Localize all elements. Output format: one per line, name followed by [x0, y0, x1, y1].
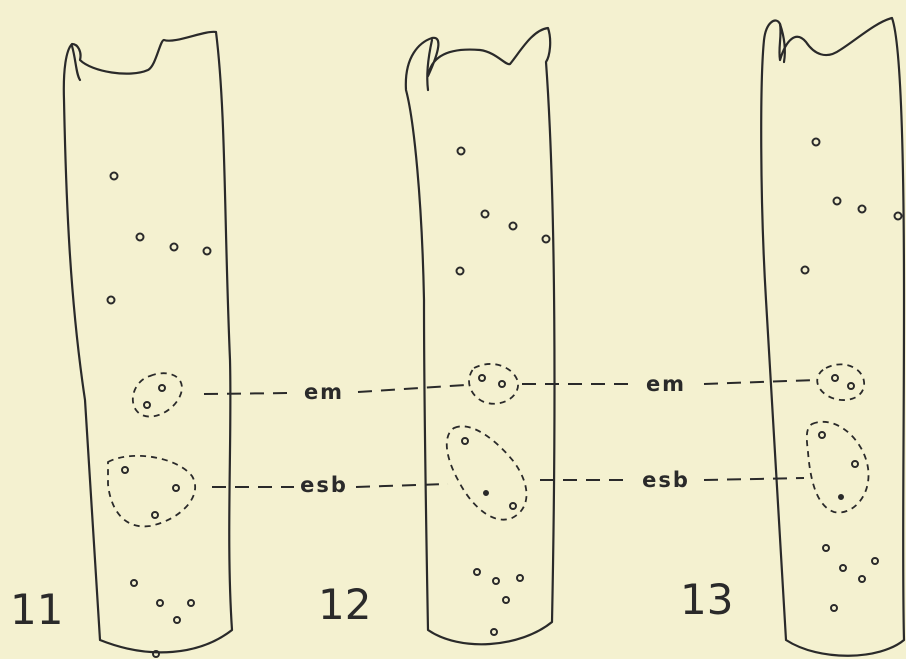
pore [493, 578, 499, 584]
figure-number-12: 12 [318, 580, 371, 629]
esb-group-11 [108, 456, 195, 527]
em-leader-left-1 [204, 393, 292, 394]
pore [491, 629, 497, 635]
pore [482, 211, 489, 218]
pore [137, 234, 144, 241]
pore [895, 213, 902, 220]
specimen-12-outline [406, 28, 555, 644]
pore [174, 617, 180, 623]
specimen-12 [406, 28, 555, 644]
pore [839, 495, 844, 500]
em-label-right: em [646, 372, 686, 396]
pore [823, 545, 829, 551]
pore [484, 491, 489, 496]
pore [859, 576, 865, 582]
pore [173, 485, 179, 491]
pore [813, 139, 820, 146]
pore [834, 198, 841, 205]
specimen-13 [761, 18, 904, 656]
pore [479, 375, 485, 381]
pore [462, 438, 468, 444]
esb-group-12 [447, 426, 527, 519]
em-leader-right-2 [704, 380, 816, 384]
pore [848, 383, 854, 389]
pore [152, 512, 158, 518]
pore [204, 248, 211, 255]
pore [517, 575, 523, 581]
esb-label-right: esb [642, 468, 690, 492]
pore [872, 558, 878, 564]
pore [474, 569, 480, 575]
figure-number-13: 13 [680, 575, 733, 624]
em-label-left: em [304, 380, 344, 404]
pore [153, 651, 159, 657]
specimen-11-outline [64, 32, 232, 653]
pore [510, 223, 517, 230]
pore [510, 503, 516, 509]
pore [131, 580, 137, 586]
pore [171, 244, 178, 251]
pore [819, 432, 825, 438]
em-group-13 [817, 364, 864, 400]
figure-number-11: 11 [10, 585, 63, 634]
esb-leader-right-2 [704, 478, 804, 480]
pore [108, 297, 115, 304]
pore [188, 600, 194, 606]
pore [157, 600, 163, 606]
esb-group-13 [807, 422, 869, 513]
esb-label-left: esb [300, 473, 348, 497]
em-leader-left-2 [358, 385, 466, 392]
pore [840, 565, 846, 571]
specimen-13-outline [761, 18, 904, 656]
pore [111, 173, 118, 180]
pore [832, 375, 838, 381]
pore [499, 381, 505, 387]
pore [543, 236, 550, 243]
em-group-12 [469, 364, 518, 404]
pore [859, 206, 866, 213]
pore [831, 605, 837, 611]
pore [457, 268, 464, 275]
pore [159, 385, 165, 391]
pore [458, 148, 465, 155]
pore [802, 267, 809, 274]
pore [144, 402, 150, 408]
em-group-11 [133, 373, 182, 416]
pore [503, 597, 509, 603]
specimen-11 [64, 32, 232, 657]
pore [852, 461, 858, 467]
pore [122, 467, 128, 473]
esb-leader-left-2 [356, 484, 448, 487]
